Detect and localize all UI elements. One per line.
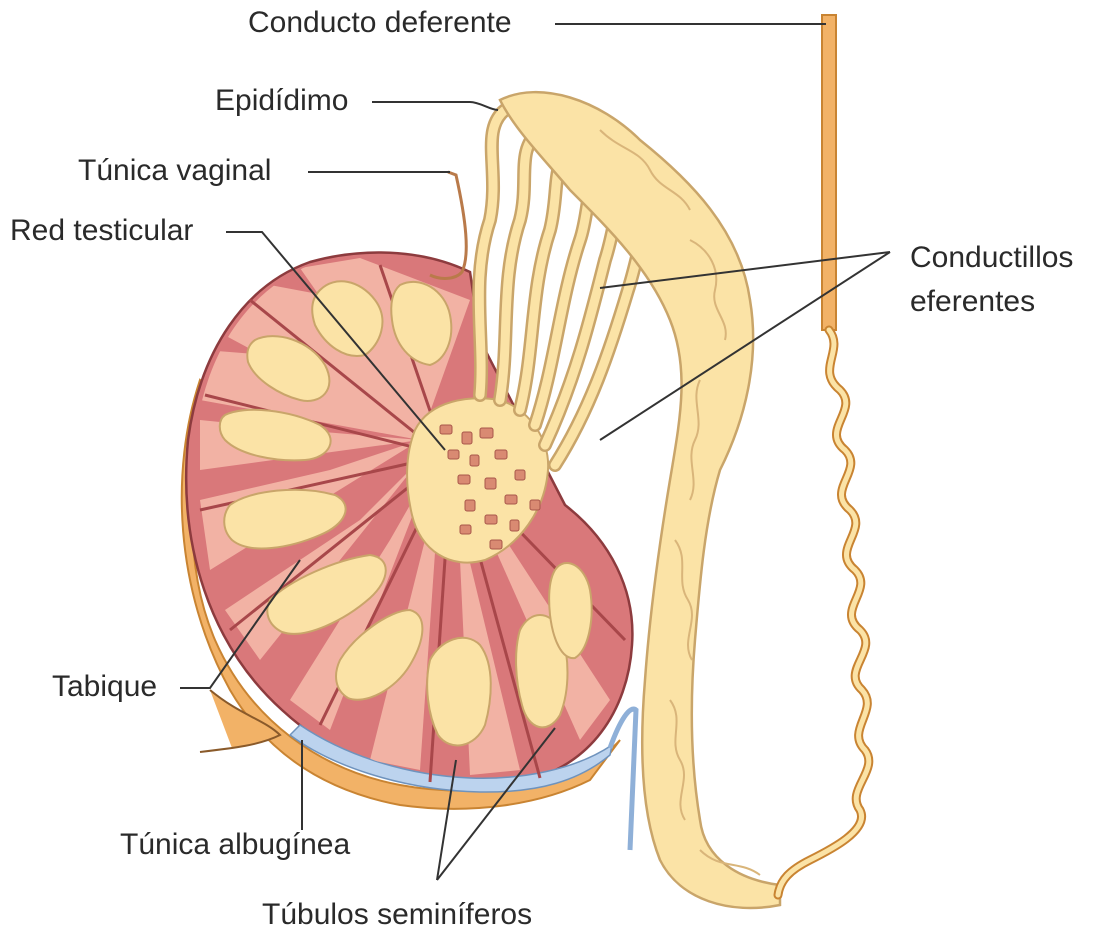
leader-epididimo	[372, 102, 498, 110]
vas-deferens-coiled	[778, 330, 869, 895]
label-tabique: Tabique	[52, 672, 157, 702]
label-tunica-albuginea: Túnica albugínea	[120, 830, 350, 860]
vas-deferens-straight	[822, 15, 836, 330]
label-conductillos-eferentes: Conductillos eferentes	[910, 236, 1073, 324]
label-conducto-deferente: Conducto deferente	[248, 8, 512, 38]
label-conductillos-line2: eferentes	[910, 280, 1073, 324]
tunica-vaginal-parietal-line	[610, 709, 636, 850]
label-epididimo: Epidídimo	[215, 86, 348, 116]
label-tunica-vaginal: Túnica vaginal	[78, 156, 271, 186]
label-red-testicular: Red testicular	[10, 216, 193, 246]
label-conductillos-line1: Conductillos	[910, 236, 1073, 280]
label-tubulos-seminiferos: Túbulos seminíferos	[262, 900, 532, 930]
